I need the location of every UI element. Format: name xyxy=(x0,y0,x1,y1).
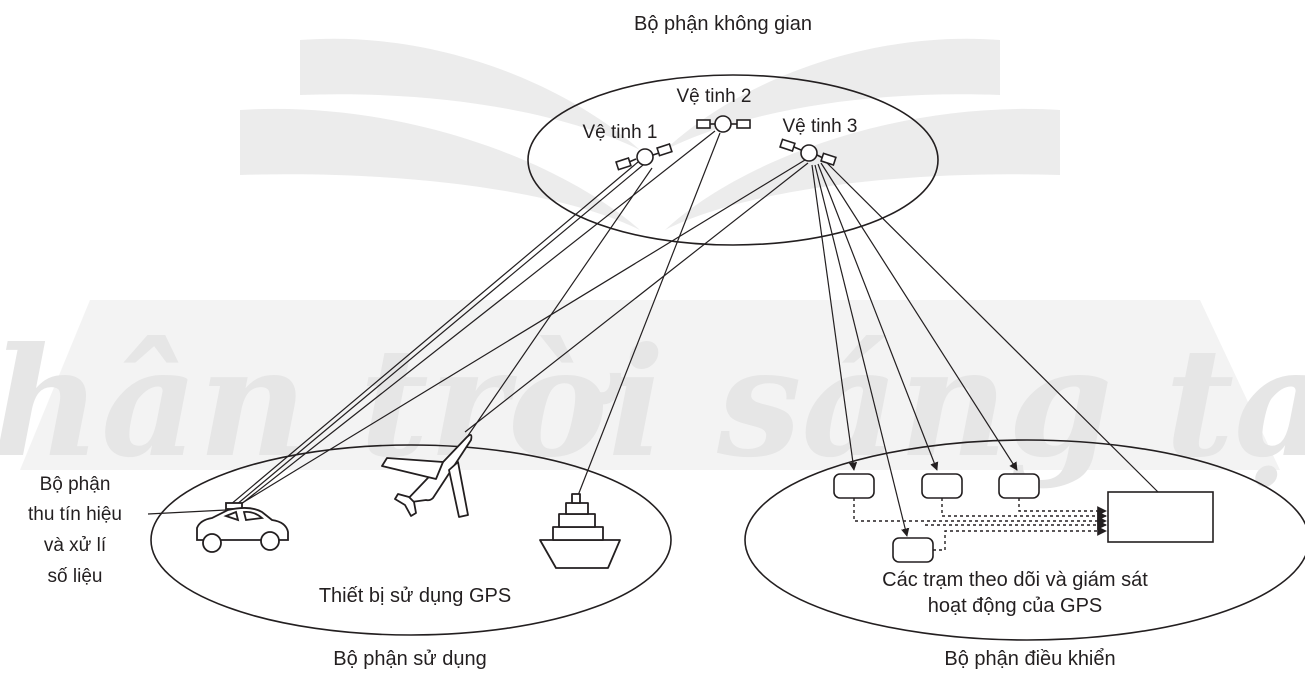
receiver-label-line-1: Bộ phận xyxy=(40,474,111,495)
user-segment-title: Bộ phận sử dụng xyxy=(333,648,487,670)
satellite-icon xyxy=(696,115,751,133)
airplane-icon xyxy=(381,434,473,518)
satellite-icon xyxy=(615,143,673,171)
devices-label: Thiết bị sử dụng GPS xyxy=(319,585,511,607)
station-box xyxy=(921,473,963,499)
user-segment-ellipse xyxy=(150,444,672,636)
satellite-3 xyxy=(779,138,837,166)
control-segment-ellipse xyxy=(744,439,1305,641)
receiver-label-line-4: số liệu xyxy=(48,566,103,587)
space-segment-ellipse xyxy=(527,74,939,246)
receiver-pointer xyxy=(147,509,227,515)
control-segment-title: Bộ phận điều khiển xyxy=(944,648,1115,670)
signal-lines xyxy=(229,130,1159,537)
space-segment-title: Bộ phận không gian xyxy=(634,13,812,35)
station-box xyxy=(998,473,1040,499)
satellite-2-label: Vệ tinh 2 xyxy=(677,86,752,107)
satellite-1-label: Vệ tinh 1 xyxy=(583,122,658,143)
satellite-icon xyxy=(779,138,837,166)
station-box xyxy=(892,537,934,563)
stations-label-line-1: Các trạm theo dõi và giám sát xyxy=(882,569,1148,591)
receiver-label-line-2: thu tín hiệu xyxy=(28,504,122,525)
station-box xyxy=(833,473,875,499)
car-icon xyxy=(196,502,289,553)
satellite-3-label: Vệ tinh 3 xyxy=(783,116,858,137)
ship-icon xyxy=(539,493,621,569)
satellite-1 xyxy=(615,143,673,171)
receiver-label-line-3: và xử lí xyxy=(44,535,107,556)
station-boxes xyxy=(833,473,1214,563)
watermark-text: Chân trời sáng tạo xyxy=(0,315,1305,491)
watermark: Chân trời sáng tạo xyxy=(0,38,1305,491)
satellite-2 xyxy=(696,115,751,133)
stations-label-line-2: hoạt động của GPS xyxy=(928,595,1103,617)
master-station-box xyxy=(1107,491,1214,543)
data-links xyxy=(853,498,1107,551)
